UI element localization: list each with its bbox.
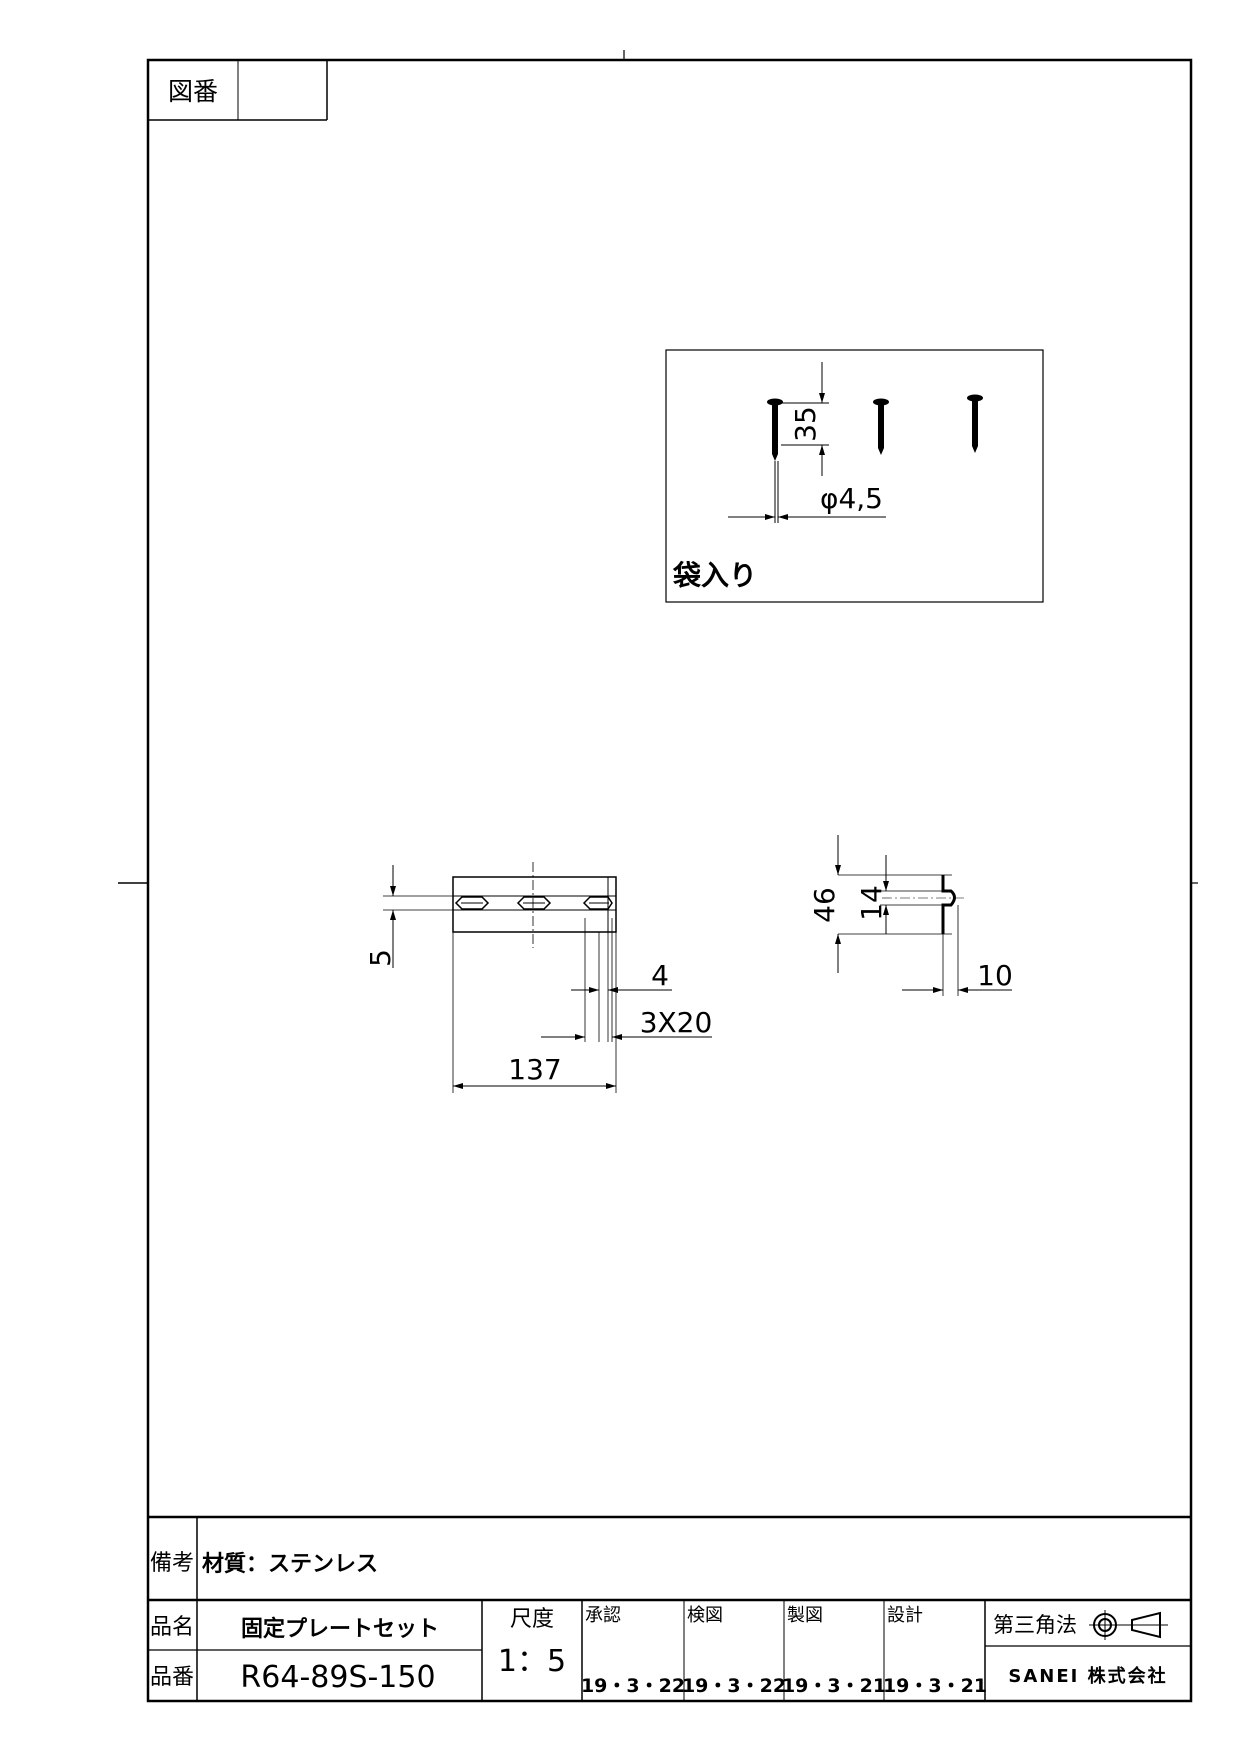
plate-side-view: 46 14 10: [808, 835, 1013, 996]
sheet-border: [146, 58, 1193, 1703]
remarks-label: 備考: [150, 1551, 194, 1576]
dim-depth: 10: [977, 959, 1013, 992]
dim-groove: 14: [855, 885, 888, 921]
remarks-material: 材質：ステンレス: [202, 1552, 378, 1577]
design-label: 設計: [887, 1605, 923, 1626]
dim-slot: 3X20: [640, 1006, 713, 1039]
third-angle-projection-icon: [1089, 1610, 1168, 1640]
product-code: R64-89S-150: [240, 1660, 435, 1695]
drawing-number-box: 図番: [148, 60, 328, 121]
code-label: 品番: [150, 1665, 194, 1690]
dim-length: 137: [508, 1053, 561, 1086]
dim-edge: 4: [651, 959, 669, 992]
product-name: 固定プレートセット: [241, 1616, 439, 1642]
remarks-row: 備考 材質：ステンレス: [148, 1515, 1191, 1701]
scale-value: 1：5: [498, 1644, 566, 1679]
screw-diameter-dim: φ4,5: [820, 482, 883, 515]
draft-label: 製図: [787, 1605, 823, 1626]
plate-slots: [454, 896, 613, 910]
approve-date: 19・3・22: [581, 1675, 685, 1697]
screw-length-dim: 35: [789, 406, 822, 442]
bag-label: 袋入り: [672, 559, 757, 592]
design-date: 19・3・21: [883, 1675, 987, 1697]
title-block: 品名 固定プレートセット 品番 R64-89S-150 尺度 1：5 承認 19…: [148, 1598, 1191, 1701]
scale-label: 尺度: [510, 1607, 554, 1632]
drawing-number-label: 図番: [168, 77, 218, 106]
name-label: 品名: [150, 1615, 194, 1640]
dim-thickness: 5: [364, 949, 397, 967]
projection-label: 第三角法: [993, 1613, 1077, 1637]
check-label: 検図: [687, 1605, 723, 1626]
company-name: SANEI 株式会社: [1008, 1665, 1167, 1687]
plate-front-view: 5 4 3X20 137: [364, 862, 712, 1093]
draft-date: 19・3・21: [782, 1675, 886, 1697]
check-date: 19・3・22: [682, 1675, 786, 1697]
screw-bag-detail: 35 φ4,5 袋入り: [665, 349, 1044, 603]
approve-label: 承認: [585, 1605, 621, 1626]
dim-height: 46: [808, 887, 841, 923]
screw-1: [767, 398, 783, 523]
